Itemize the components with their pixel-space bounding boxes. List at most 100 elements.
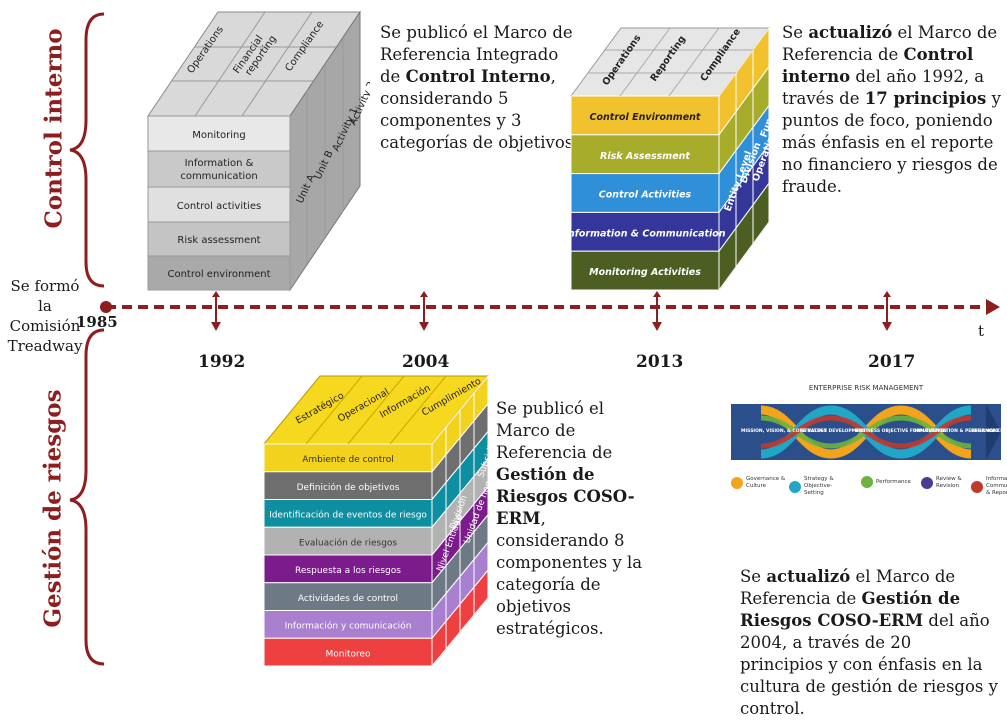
- desc-2017-text-1: Se: [740, 567, 767, 586]
- desc-2013-text-3: del año 1992, a través de: [782, 67, 985, 108]
- cube-2004: EstratégicoOperacionalInformaciónCumplim…: [262, 374, 494, 668]
- erm-legend-icon-3: [921, 477, 933, 489]
- cube-1992-row-monitoring: Monitoring: [192, 130, 245, 141]
- cube-2004-band-1: [263, 471, 433, 500]
- cube-2004-row-1: Definición de objetivos: [297, 482, 400, 493]
- cube-2004-band-3: [263, 526, 433, 556]
- erm-ribbon-label-0: MISSION, VISION, & CORE VALUES: [741, 428, 827, 434]
- desc-1992: Se publicó el Marco de Referencia Integr…: [380, 22, 580, 154]
- desc-1992-bold-1: Control Interno: [405, 67, 551, 86]
- desc-2013-text-1: Se: [782, 23, 809, 42]
- timeline-start-label: Se formó la Comisión Treadway: [6, 276, 84, 356]
- desc-2004-text-2: , considerando 8 componentes y la catego…: [496, 509, 643, 638]
- cube-1992-row-control-environment: Control environment: [167, 269, 270, 280]
- desc-2013-bold-1: actualizó: [808, 23, 893, 42]
- cube-2004-row-4: Respuesta a los riesgos: [295, 566, 401, 576]
- cube-2013-band-4: [570, 250, 720, 291]
- start-label-line-1: Se formó la: [10, 277, 80, 315]
- cube-2013-sideband-4: [718, 181, 770, 292]
- cube-2004-row-2: Identificación de eventos de riesgo: [269, 510, 427, 521]
- desc-2004-text-1: Se publicó el Marco de Referencia de: [496, 399, 613, 462]
- timeline: [100, 291, 1000, 331]
- desc-2017-bold-1: actualizó: [766, 567, 851, 586]
- desc-2013-bold-3: 17 principios: [864, 89, 987, 108]
- erm-legend-label-1: Strategy & Objective-Setting: [804, 476, 834, 496]
- desc-2013: Se actualizó el Marco de Referencia de C…: [782, 22, 1004, 198]
- band-label-gestion-riesgos: Gestión de riesgos: [39, 389, 67, 628]
- desc-2017-bold-2: Gestión de Riesgos COSO-ERM: [740, 589, 961, 630]
- erm-legend-item-3: Review & Revision: [921, 476, 976, 490]
- erm-legend-item-1: Strategy & Objective-Setting: [789, 476, 844, 497]
- cube-2013-band-2: [570, 173, 720, 213]
- erm-legend-item-0: Governance & Culture: [731, 476, 786, 490]
- timeline-tick-1992: [211, 291, 221, 331]
- erm-ribbon-label-1: STRATEGY DEVELOPMENT: [801, 428, 867, 434]
- cube-2004-band-7: [263, 637, 433, 667]
- cube-1992-front: [147, 115, 291, 291]
- start-label-line-3: Treadway: [7, 337, 83, 355]
- cube-2004-row-3: Evaluación de riesgos: [299, 537, 398, 548]
- erm-ribbon-label-2: BUSINESS OBJECTIVE FORMULATION: [855, 428, 947, 434]
- timeline-tick-2017: [882, 291, 892, 331]
- start-year: 1985: [76, 313, 118, 331]
- cube-2013-band-0: [570, 95, 720, 136]
- desc-2017: Se actualizó el Marco de Referencia de G…: [740, 566, 998, 720]
- year-1992: 1992: [198, 352, 246, 372]
- cube-2004-band-2: [263, 499, 433, 528]
- erm-legend-icon-0: [731, 477, 743, 489]
- desc-2013-bold-2: Control interno: [782, 45, 974, 86]
- cube-1992-row-risk-assessment: Risk assessment: [177, 235, 260, 246]
- erm-legend-label-3: Review & Revision: [936, 476, 962, 489]
- erm-legend: Governance & Culture Strategy & Objective…: [731, 472, 1007, 512]
- erm-2017-graphic: ENTERPRISE RISK MANAGEMENT MISSION, VISI…: [731, 384, 1007, 524]
- timeline-tick-2004: [419, 291, 429, 331]
- top-brace: [69, 12, 105, 288]
- erm-legend-item-4: Information, Communication, & Reporting: [971, 476, 1007, 497]
- erm-legend-icon-1: [789, 480, 801, 493]
- cube-2004-band-5: [263, 582, 433, 611]
- desc-2013-text-4: y puntos de foco, poniendo más énfasis e…: [782, 89, 1001, 196]
- erm-legend-label-0: Governance & Culture: [746, 476, 786, 489]
- timeline-start-dot: [100, 301, 112, 313]
- erm-banner-title: ENTERPRISE RISK MANAGEMENT: [808, 384, 924, 392]
- band-braces: [69, 12, 105, 666]
- cube-2004-band-0: [263, 443, 433, 473]
- cube-2004-row-6: Información y comunicación: [285, 621, 412, 632]
- desc-2004: Se publicó el Marco de Referencia de Ges…: [496, 398, 648, 640]
- desc-1992-text-1: Se publicó el Marco de Referencia Integr…: [380, 23, 573, 86]
- cube-2013-row-1: Risk Assessment: [600, 151, 690, 162]
- cube-1992-row-control-activities: Control activities: [177, 201, 261, 212]
- erm-legend-icon-4: [971, 480, 983, 493]
- erm-legend-item-2: Performance: [861, 476, 911, 488]
- band-label-control-interno: Control interno: [40, 28, 68, 229]
- cube-2013-row-2: Control Activities: [599, 190, 692, 201]
- timeline-tick-2013: [652, 291, 662, 331]
- desc-2013-text-2: el Marco de Referencia de: [782, 23, 998, 64]
- cube-1992-row-information: Information &: [185, 158, 254, 169]
- erm-legend-label-2: Performance: [876, 478, 911, 485]
- cube-2004-row-7: Monitoreo: [325, 649, 371, 659]
- year-2004: 2004: [402, 352, 450, 372]
- cube-2013-row-3: Information & Communication: [565, 228, 726, 239]
- desc-1992-text-2: , considerando 5 componentes y 3 categor…: [380, 67, 579, 152]
- desc-2017-text-2: el Marco de Referencia de: [740, 567, 956, 608]
- cube-2013-row-4: Monitoring Activities: [589, 267, 701, 278]
- timeline-end-label: t: [978, 322, 985, 340]
- cube-2004-row-0: Ambiente de control: [302, 455, 394, 465]
- erm-legend-label-4: Information, Communication, & Reporting: [986, 476, 1007, 496]
- erm-ribbon-label-4: ENHANCED VALUE: [971, 428, 1001, 434]
- cube-2004-row-5: Actividades de control: [298, 594, 398, 604]
- cube-2013-row-0: Control Environment: [590, 112, 701, 123]
- desc-2004-bold-1: Gestión de Riesgos COSO-ERM: [496, 465, 635, 528]
- year-2017: 2017: [868, 352, 916, 372]
- bottom-brace: [69, 328, 105, 666]
- cube-1992-row-communication: communication: [180, 171, 257, 182]
- year-2013: 2013: [636, 352, 684, 372]
- timeline-arrowhead: [986, 299, 1000, 315]
- erm-legend-icon-2: [861, 476, 873, 488]
- erm-ribbon-label-3: IMPLEMENTATION & PERFORMANCE: [913, 428, 1001, 434]
- start-label-line-2: Comisión: [9, 317, 81, 335]
